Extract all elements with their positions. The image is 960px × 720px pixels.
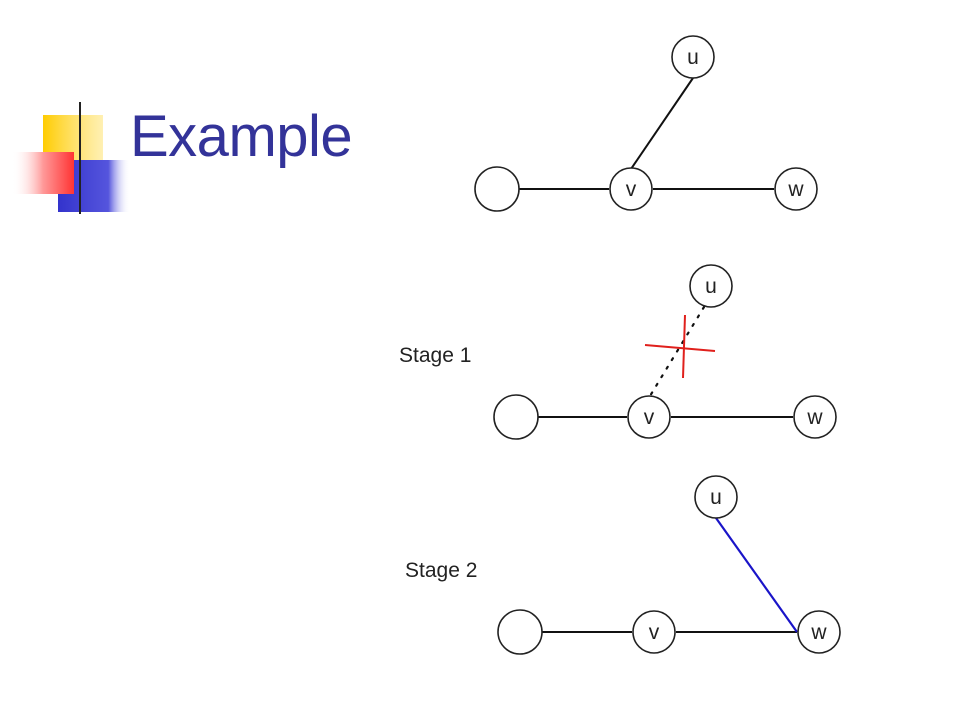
node-u-label: u	[705, 275, 717, 298]
node-v	[609, 167, 653, 211]
node-w-label: w	[787, 178, 804, 201]
node-u-label: u	[687, 46, 699, 69]
node-w	[774, 167, 818, 211]
node-u	[671, 35, 715, 79]
node-u-label: u	[710, 486, 722, 509]
node-v	[632, 610, 676, 654]
node-v-label: v	[649, 621, 660, 644]
node-u	[689, 264, 733, 308]
corner-decoration	[12, 102, 400, 214]
graph-stage1: Stage 1 v w u	[399, 264, 837, 440]
edge-u-v	[630, 77, 694, 170]
graph-stage2: Stage 2 v w u	[405, 475, 841, 655]
edge-u-v-removed	[648, 305, 706, 398]
node-empty	[493, 394, 539, 440]
node-v-label: v	[626, 178, 637, 201]
cut-mark-icon	[644, 314, 716, 379]
stage1-label: Stage 1	[399, 344, 471, 367]
edge-u-w-new	[715, 517, 798, 633]
node-empty	[497, 609, 543, 655]
node-v-label: v	[644, 406, 655, 429]
node-w-label: w	[806, 406, 823, 429]
stage2-label: Stage 2	[405, 559, 477, 582]
node-w-label: w	[810, 621, 827, 644]
node-w	[797, 610, 841, 654]
slide-title: Example	[130, 104, 353, 169]
graph-original: v w u	[474, 35, 818, 212]
node-u	[694, 475, 738, 519]
node-v	[627, 395, 671, 439]
node-w	[793, 395, 837, 439]
node-empty	[474, 166, 520, 212]
